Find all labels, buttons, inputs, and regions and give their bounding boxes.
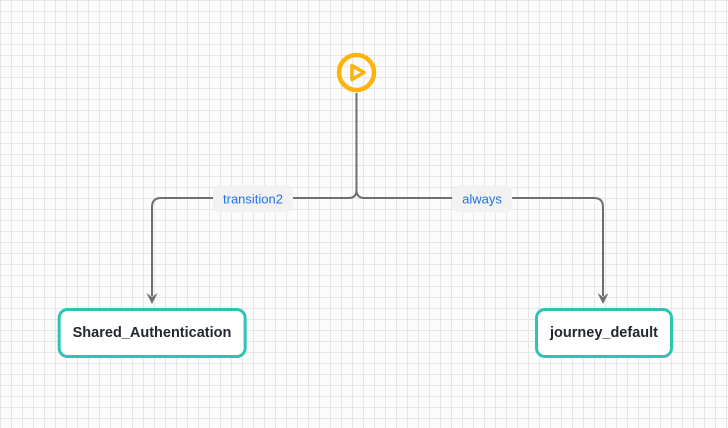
node-journey-default[interactable]: journey_default (535, 308, 673, 358)
arrowhead-icon (597, 293, 609, 304)
arrowhead-icon (146, 293, 158, 304)
node-label: journey_default (550, 325, 658, 341)
start-node[interactable] (336, 52, 377, 93)
node-label: Shared_Authentication (72, 325, 232, 341)
node-shared-authentication[interactable]: Shared_Authentication (57, 308, 247, 358)
edge-label-transition2[interactable]: transition2 (213, 185, 293, 213)
play-icon (336, 52, 377, 93)
edge-label-always[interactable]: always (452, 185, 512, 213)
